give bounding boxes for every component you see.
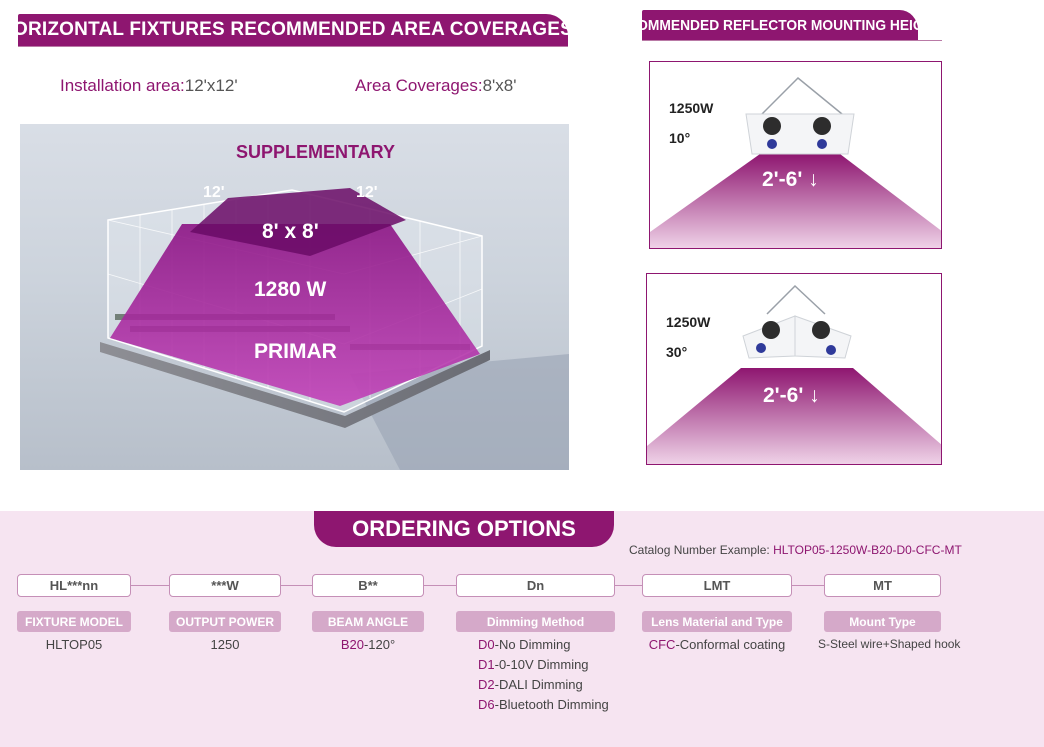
- dimension-left: 12': [203, 184, 225, 201]
- label-mount: Mount Type: [824, 611, 941, 632]
- panel1-watt: 1250W: [669, 100, 714, 116]
- coverage-title-underline: [18, 46, 568, 47]
- area-coverages: Area Coverages:8'x8': [355, 76, 516, 96]
- dimming-option: D6-Bluetooth Dimming: [478, 697, 609, 712]
- dimming-option-code: D0: [478, 637, 495, 652]
- dimming-option: D0-No Dimming: [478, 637, 570, 652]
- code-lens: LMT: [642, 574, 792, 597]
- label-output-power: OUTPUT POWER: [169, 611, 281, 632]
- panel2-height: 2'-6' ↓: [763, 384, 820, 407]
- code-mount: MT: [824, 574, 941, 597]
- code-beam-angle: B**: [312, 574, 424, 597]
- connector-line: [615, 585, 642, 586]
- dimming-option: D1-0-10V Dimming: [478, 657, 589, 672]
- installation-area-label: Installation area:: [60, 76, 185, 95]
- beam-angle-text: -120°: [363, 637, 396, 652]
- value-lens: CFC-Conformal coating: [642, 637, 792, 652]
- value-mount: S-Steel wire+Shaped hook: [818, 637, 961, 651]
- label-fixture-model: FIXTURE MODEL: [17, 611, 131, 632]
- fixture-10deg-drawing: [650, 76, 941, 248]
- coverage-top-face: [190, 188, 406, 256]
- code-dimming: Dn: [456, 574, 615, 597]
- fixture-icon: [742, 284, 852, 359]
- supplementary-label: SUPPLEMENTARY: [236, 142, 396, 162]
- mounting-title-underline: [642, 40, 942, 41]
- value-output-power: 1250: [210, 637, 240, 652]
- coverage-title: ORIZONTAL FIXTURES RECOMMENDED AREA COVE…: [13, 14, 573, 46]
- dimming-option-code: D6: [478, 697, 495, 712]
- dimension-right: 12': [356, 184, 378, 201]
- greenhouse-illustration: SUPPLEMENTARY 12' 12' 8' x 8' 1280 W PRI…: [20, 124, 569, 470]
- primary-label: PRIMAR: [254, 340, 337, 363]
- light-beam: [650, 154, 941, 248]
- panel2-watt: 1250W: [666, 314, 711, 330]
- code-fixture-model: HL***nn: [17, 574, 131, 597]
- area-coverages-value: 8'x8': [482, 76, 517, 95]
- greenhouse-drawing: [100, 188, 569, 470]
- mounting-panel-30deg: 1250W 30° 2'-6' ↓: [646, 273, 942, 465]
- dimming-option-text: -0-10V Dimming: [494, 657, 589, 672]
- base-slab: [100, 342, 490, 428]
- label-dimming: Dimming Method: [456, 611, 615, 632]
- connector-line: [131, 585, 169, 586]
- installation-area: Installation area:12'x12': [60, 76, 238, 96]
- dimming-option-text: -Bluetooth Dimming: [494, 697, 609, 712]
- fixture-30deg-drawing: [647, 284, 941, 464]
- dimming-option-code: D2: [478, 677, 495, 692]
- code-output-power: ***W: [169, 574, 281, 597]
- coverage-area-label: 8' x 8': [262, 220, 319, 243]
- dimming-option-text: -DALI Dimming: [494, 677, 583, 692]
- panel1-angle: 10°: [669, 130, 691, 146]
- catalog-number: HLTOP05-1250W-B20-D0-CFC-MT: [773, 543, 962, 557]
- lens-text: -Conformal coating: [675, 637, 786, 652]
- light-beam: [647, 368, 941, 464]
- connector-line: [281, 585, 312, 586]
- catalog-example: Catalog Number Example: HLTOP05-1250W-B2…: [629, 543, 962, 557]
- mounting-panel-10deg: 1250W 10° 2'-6' ↓: [649, 61, 942, 249]
- catalog-label: Catalog Number Example:: [629, 543, 770, 557]
- light-coverage-area: [110, 224, 480, 406]
- label-lens: Lens Material and Type: [642, 611, 792, 632]
- ordering-title: ORDERING OPTIONS: [314, 511, 614, 547]
- value-fixture-model: HLTOP05: [45, 637, 103, 652]
- mounting-title: ECOMMENDED REFLECTOR MOUNTING HEIGHT: [618, 10, 942, 40]
- connector-line: [792, 585, 824, 586]
- panel1-height: 2'-6' ↓: [762, 168, 819, 191]
- dimming-option: D2-DALI Dimming: [478, 677, 583, 692]
- panel2-angle: 30°: [666, 344, 688, 360]
- connector-line: [424, 585, 456, 586]
- lens-code: CFC: [648, 637, 676, 652]
- fixture-icon: [745, 76, 855, 155]
- beam-angle-code: B20: [340, 637, 364, 652]
- label-beam-angle: BEAM ANGLE: [312, 611, 424, 632]
- value-beam-angle: B20-120°: [312, 637, 424, 652]
- wattage-label: 1280 W: [254, 278, 327, 301]
- dimming-option-code: D1: [478, 657, 495, 672]
- installation-area-value: 12'x12': [184, 76, 238, 95]
- dimming-option-text: -No Dimming: [494, 637, 571, 652]
- area-coverages-label: Area Coverages:: [355, 76, 483, 95]
